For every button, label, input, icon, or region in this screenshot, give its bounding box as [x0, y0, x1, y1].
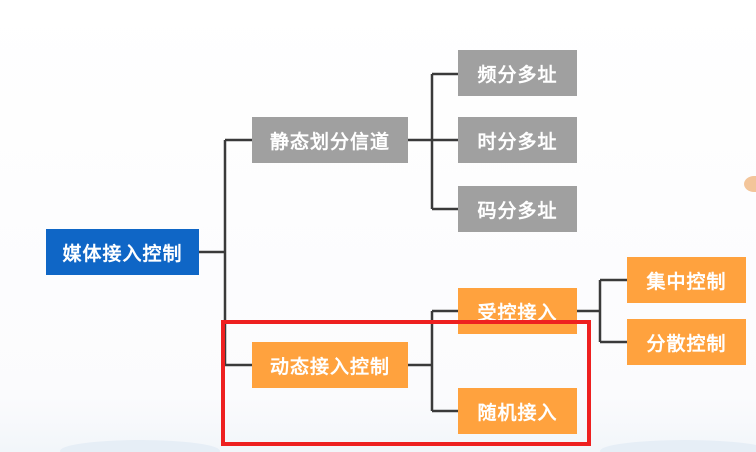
node-cdma: 码分多址 [458, 186, 577, 232]
node-centralized-control: 集中控制 [627, 257, 746, 303]
node-random-access: 随机接入 [458, 388, 577, 434]
hand-decoration [744, 176, 756, 192]
highlight-box [221, 320, 591, 446]
node-controlled-access: 受控接入 [458, 288, 577, 334]
cloud-decoration [60, 440, 220, 452]
node-distributed-control: 分散控制 [627, 319, 746, 365]
node-tdma: 时分多址 [458, 117, 577, 163]
node-root: 媒体接入控制 [46, 229, 199, 275]
node-static-partition: 静态划分信道 [252, 117, 408, 163]
cloud-decoration [600, 440, 756, 452]
node-dynamic-access: 动态接入控制 [252, 342, 408, 388]
node-fdma: 频分多址 [458, 50, 577, 96]
